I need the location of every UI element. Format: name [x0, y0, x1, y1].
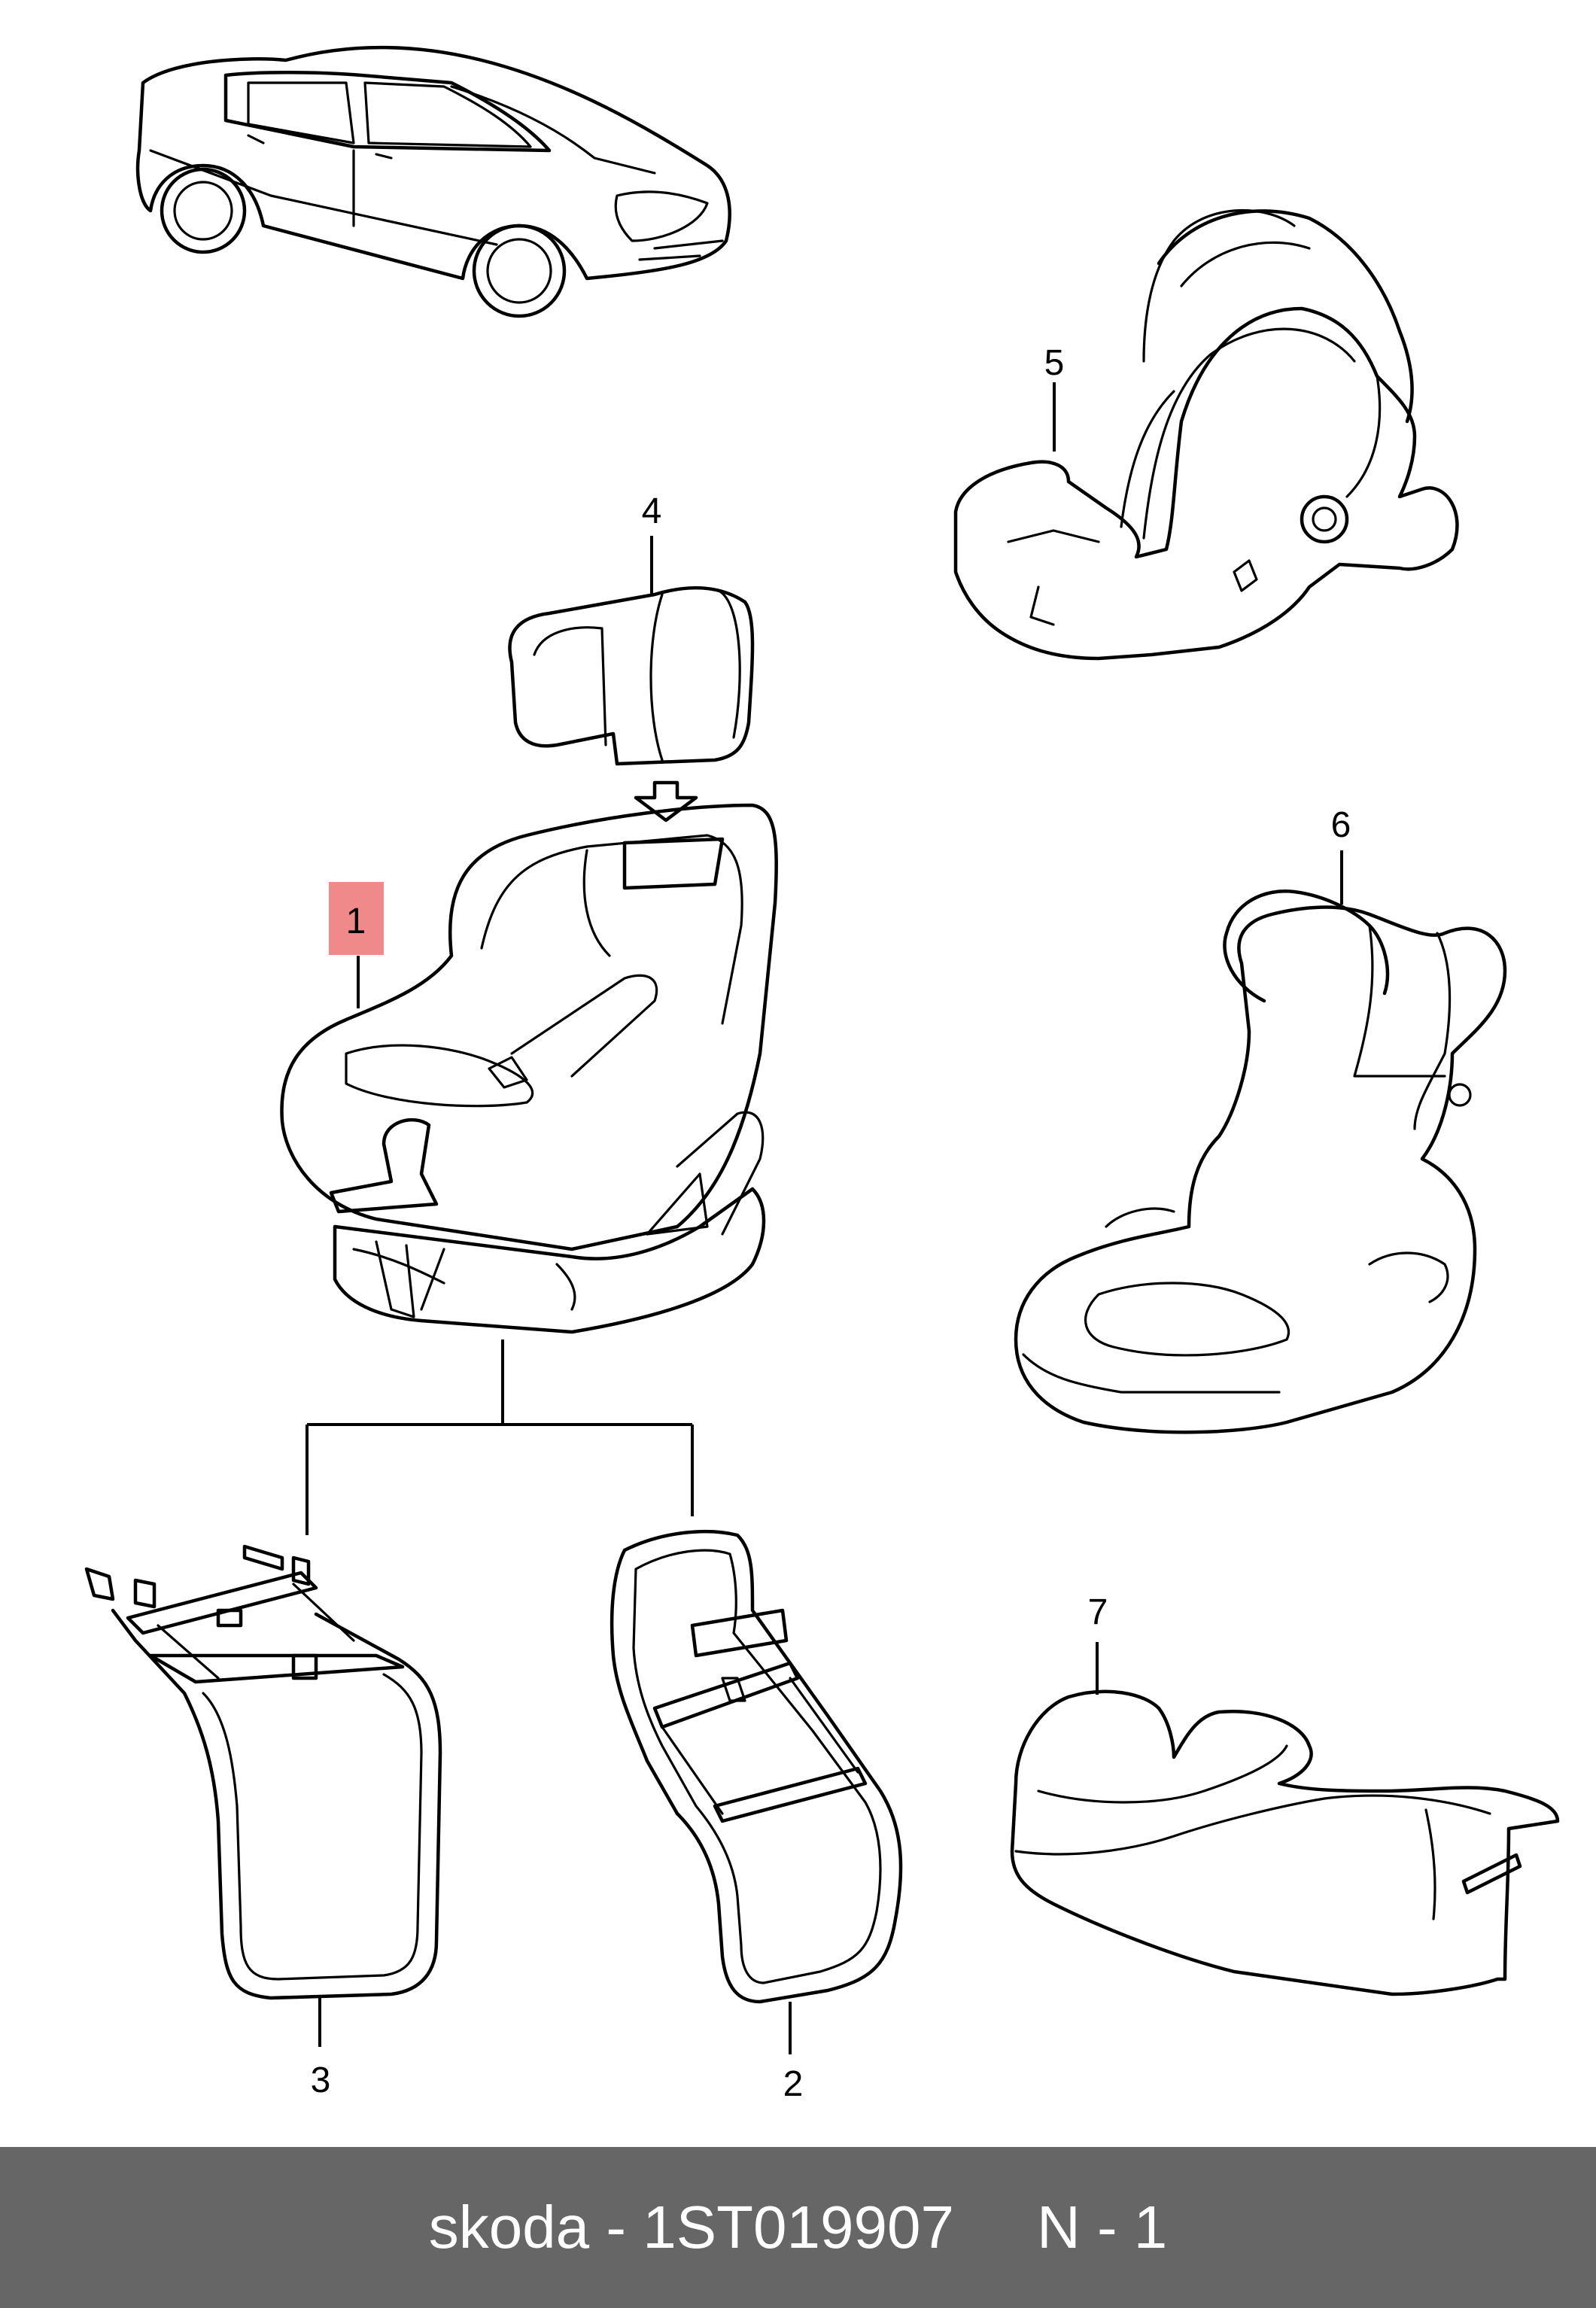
parts-diagram: 1 4 5 6 7 3 2 [84, 45, 1560, 2104]
bases-connector [306, 1339, 694, 1535]
headrest-illustration [508, 586, 755, 823]
callout-3[interactable]: 3 [311, 2060, 331, 2100]
callout-2[interactable]: 2 [783, 2064, 804, 2104]
callout-1-highlight [329, 882, 384, 955]
booster-seat-backrest-illustration [1014, 889, 1507, 1434]
base-frame-3-illustration [84, 1544, 442, 2000]
callout-4[interactable]: 4 [642, 491, 662, 531]
diagram-index-label: N - 1 [1036, 2194, 1168, 2261]
callout-5[interactable]: 5 [1044, 343, 1065, 383]
infant-carrier-illustration [953, 208, 1459, 661]
callout-1[interactable]: 1 [346, 902, 366, 941]
callout-7[interactable]: 7 [1088, 1592, 1108, 1632]
booster-cushion-illustration [1010, 1689, 1560, 1996]
callout-6[interactable]: 6 [1331, 805, 1351, 845]
child-seat-illustration [280, 803, 778, 1334]
part-number-label: skoda - 1ST019907 [428, 2194, 954, 2261]
base-frame-2-illustration [610, 1529, 903, 2004]
part-footer: skoda - 1ST019907 N - 1 [0, 2147, 1596, 2308]
car-illustration [135, 45, 731, 318]
